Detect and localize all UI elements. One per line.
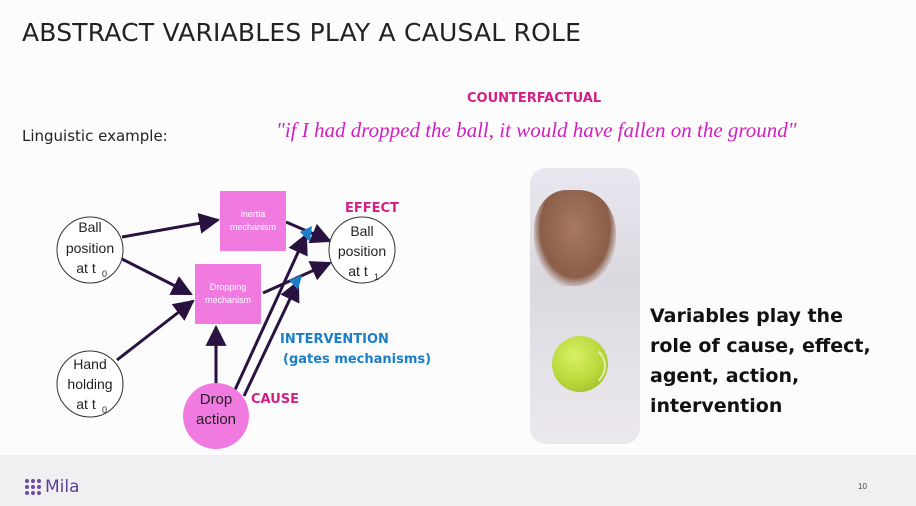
slide-title: ABSTRACT VARIABLES PLAY A CAUSAL ROLE — [22, 18, 582, 47]
mila-logo-icon — [25, 479, 41, 495]
linguistic-example-label: Linguistic example: — [22, 127, 168, 145]
edge-drop-gate-dropping — [242, 280, 300, 397]
node-label: Drop — [200, 391, 233, 408]
node-subscript: 0 — [102, 269, 107, 279]
node-label: holding — [67, 376, 112, 392]
cause-label: CAUSE — [251, 392, 299, 407]
node-label: inertia — [241, 209, 266, 219]
edge-ball0-dropping — [119, 256, 193, 296]
node-subscript: 1 — [374, 272, 379, 282]
edge-ball0-inertia — [121, 212, 221, 239]
counterfactual-quote: "if I had dropped the ball, it would hav… — [276, 118, 797, 142]
node-label: position — [338, 243, 386, 259]
gate-marker-inertia — [300, 226, 312, 242]
node-inertia-mechanism: inertia mechanism — [220, 191, 286, 251]
tennis-ball-image — [552, 336, 608, 392]
node-label: Ball — [350, 223, 373, 239]
counterfactual-label: COUNTERFACTUAL — [467, 91, 602, 106]
effect-label: EFFECT — [345, 201, 399, 216]
intervention-sublabel: (gates mechanisms) — [283, 352, 431, 367]
node-label: position — [66, 240, 114, 256]
mila-brand-text: Mila — [45, 477, 80, 497]
footer-bar — [0, 455, 916, 506]
node-ball-position-t1: Ball position at t 1 — [328, 216, 396, 284]
gate-marker-dropping — [289, 275, 302, 290]
hand-dropping-ball-photo — [530, 168, 640, 444]
node-label: at t — [76, 260, 96, 276]
node-label: Hand — [73, 356, 106, 372]
node-drop-action: Drop action — [183, 383, 249, 449]
node-subscript: 0 — [102, 405, 107, 415]
node-dropping-mechanism: Dropping mechanism — [195, 264, 261, 324]
node-label: mechanism — [205, 295, 251, 305]
variables-role-text: Variables play the role of cause, effect… — [650, 305, 871, 417]
node-label: mechanism — [230, 222, 276, 232]
node-label: Ball — [78, 219, 101, 235]
edge-drop-gate-inertia — [232, 233, 308, 393]
node-label: Dropping — [210, 282, 247, 292]
hand-image — [534, 190, 616, 286]
node-label: action — [196, 411, 236, 428]
page-number: 10 — [858, 482, 867, 491]
intervention-label: INTERVENTION — [280, 332, 389, 347]
node-ball-position-t0: Ball position at t 0 — [56, 216, 124, 284]
node-label: at t — [76, 396, 96, 412]
node-label: at t — [348, 263, 368, 279]
node-hand-holding: Hand holding at t 0 — [56, 350, 124, 418]
edge-hand-dropping — [116, 299, 195, 362]
